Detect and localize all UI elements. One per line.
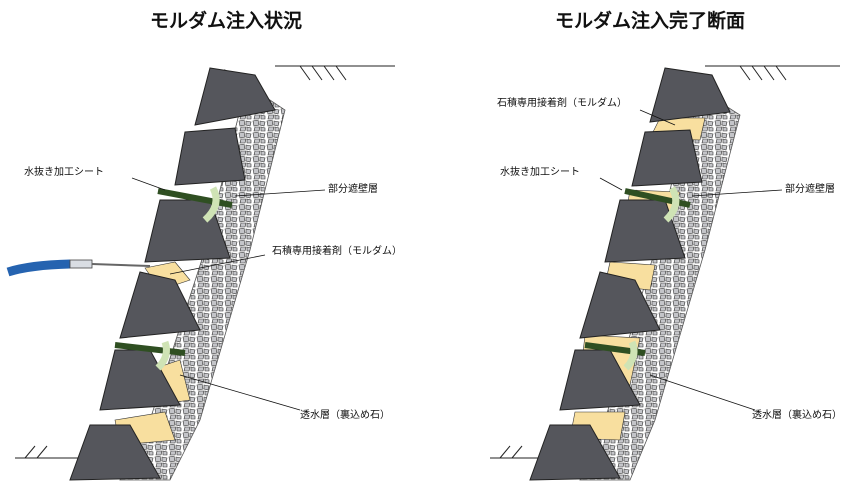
label-permeable-left: 透水層（裏込め石） — [300, 408, 390, 421]
ground-top-left — [275, 65, 395, 81]
right-section: 石積専用接着剤（モルダム） 水抜き加工シート 部分遮壁層 透水層（裏込め石） — [490, 65, 842, 481]
stone-left-6 — [69, 424, 161, 481]
label-adhesive-left: 石積専用接着剤（モルダム） — [272, 244, 402, 257]
label-permeable-right: 透水層（裏込め石） — [752, 408, 842, 421]
stone-left-1 — [194, 67, 276, 126]
drain-sheet-left-2 — [114, 342, 186, 356]
stone-right-1 — [649, 67, 731, 123]
drain-sheet-left-1 — [157, 188, 233, 208]
hose-tube — [91, 263, 151, 267]
title-right: モルダム注入完了断面 — [555, 10, 746, 32]
barrier-right-2 — [623, 340, 638, 371]
label-adhesive-right: 石積専用接着剤（モルダム） — [497, 96, 627, 109]
stone-left-4 — [119, 271, 201, 339]
stone-right-6 — [529, 424, 621, 481]
label-drain-sheet-right: 水抜き加工シート — [500, 165, 580, 178]
stone-left-2 — [174, 127, 246, 186]
stone-right-4 — [579, 271, 661, 339]
barrier-left-1 — [202, 186, 220, 223]
barrier-left-2 — [155, 340, 170, 371]
label-barrier-right: 部分遮壁層 — [785, 182, 835, 195]
label-barrier-left: 部分遮壁層 — [328, 182, 378, 195]
barrier-right-1 — [663, 186, 680, 223]
hose-nozzle — [69, 259, 93, 269]
left-section: 水抜き加工シート 部分遮壁層 石積専用接着剤（モルダム） 透水層（裏込め石） — [6, 65, 402, 481]
injection-hose — [6, 259, 71, 277]
stone-right-5 — [559, 349, 641, 411]
stone-right-2 — [631, 129, 703, 187]
ground-top-right — [705, 65, 840, 81]
stone-right-3 — [604, 199, 686, 263]
label-drain-sheet-left: 水抜き加工シート — [24, 165, 104, 178]
title-left: モルダム注入状況 — [150, 10, 303, 32]
